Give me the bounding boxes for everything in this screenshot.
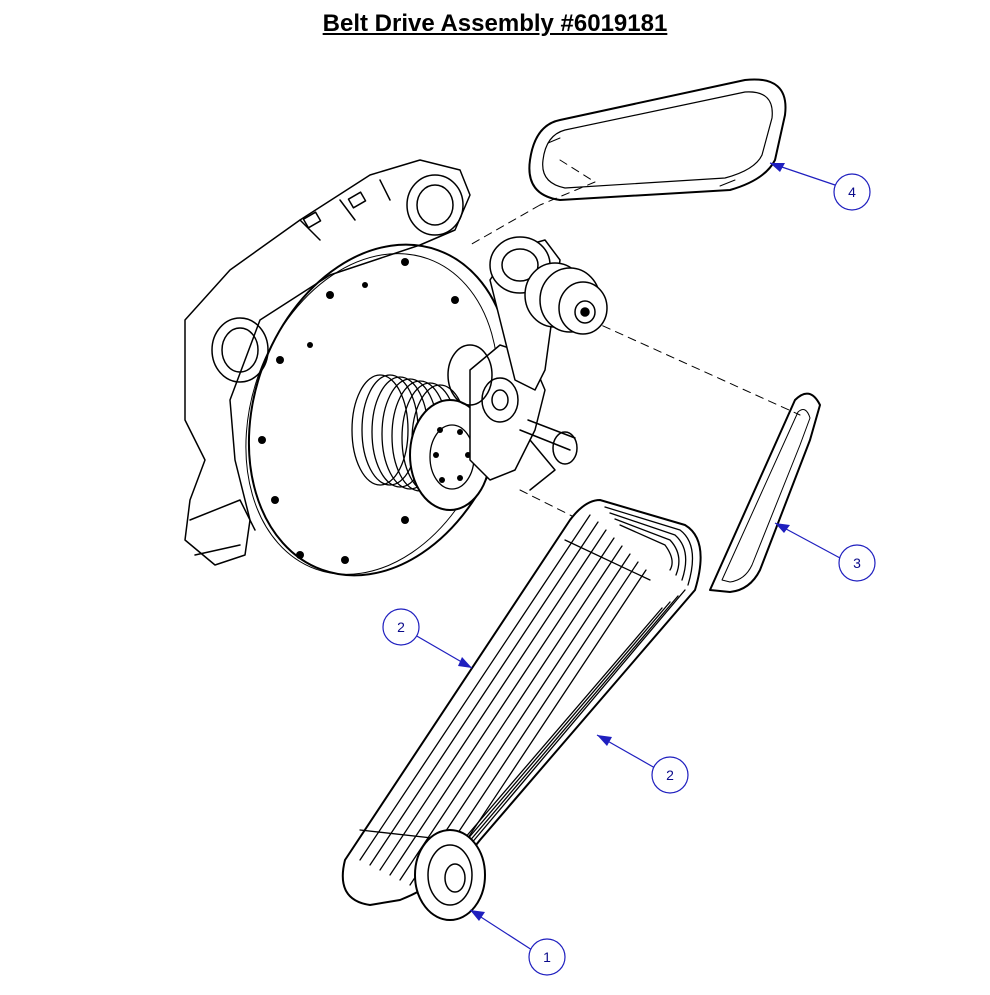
- page-title: Belt Drive Assembly #6019181: [322, 10, 668, 37]
- callout-1[interactable]: 1: [469, 909, 566, 976]
- callout-2a-label: 2: [397, 619, 405, 635]
- callout-2a[interactable]: 2: [382, 608, 473, 669]
- callout-4[interactable]: 4: [769, 162, 871, 211]
- belt-4: [528, 78, 787, 201]
- callout-2b[interactable]: 2: [596, 734, 689, 794]
- gearbox-housing: [184, 159, 471, 566]
- callout-3[interactable]: 3: [774, 522, 876, 582]
- belt-2: [341, 499, 702, 906]
- double-pulley: [489, 236, 608, 391]
- callout-4-label: 4: [848, 184, 856, 200]
- bottom-pulley: [414, 829, 486, 921]
- callout-3-label: 3: [853, 555, 861, 571]
- callout-1-label: 1: [543, 949, 551, 965]
- belt-3: [709, 392, 821, 593]
- callout-2b-label: 2: [666, 767, 674, 783]
- callouts: 4 3 2 2 1: [382, 162, 876, 976]
